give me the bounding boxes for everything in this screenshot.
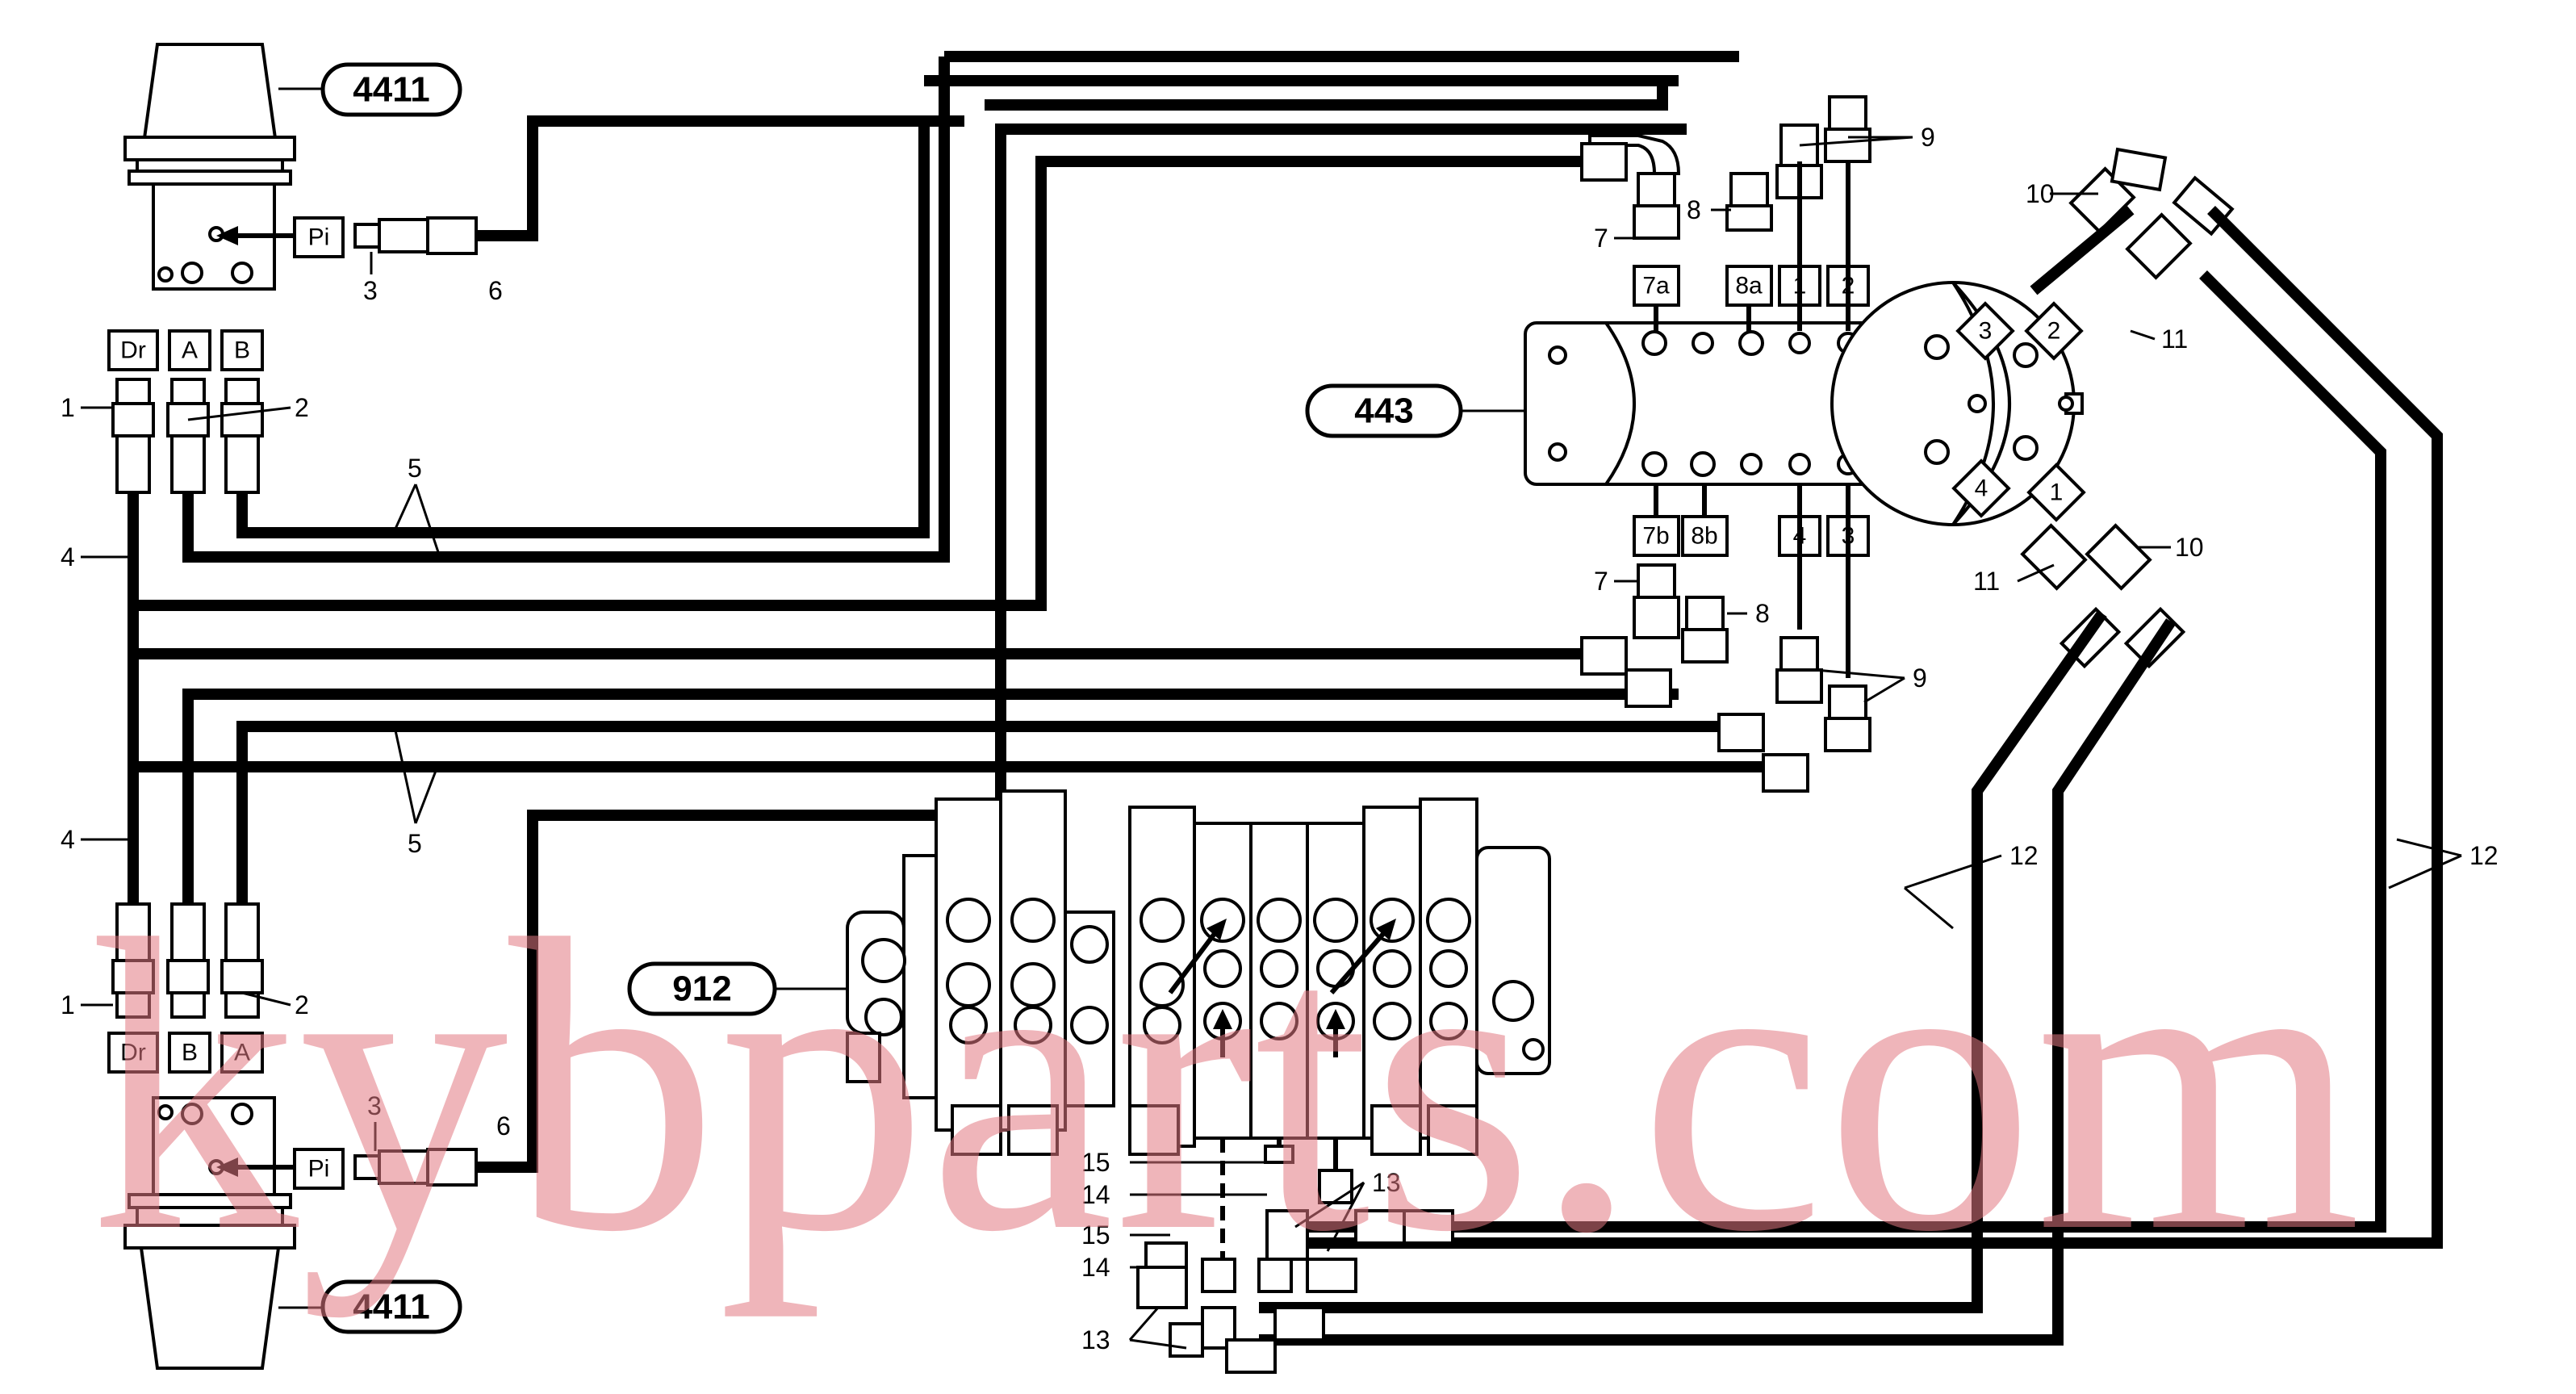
callout-1-top: 1 — [61, 393, 75, 422]
callout-2-top: 2 — [295, 393, 309, 422]
port-joint-8a-label: 8a — [1735, 273, 1763, 299]
callout-8-bottom: 8 — [1755, 599, 1770, 628]
hose-12-left — [1259, 609, 2107, 1313]
top-port-tags: Dr A B — [107, 329, 264, 371]
swivel-bottom — [123, 1096, 296, 1370]
callout-5-upper: 5 — [408, 454, 422, 483]
hose-callouts: 4 5 4 5 — [61, 454, 441, 858]
valve-endplate — [902, 854, 938, 1099]
callout-3-top: 3 — [363, 276, 378, 305]
callout-10-bottom: 10 — [2175, 533, 2204, 562]
ref-rotary-joint-text: 443 — [1354, 391, 1413, 431]
fitting-top-pilot-a — [353, 223, 381, 249]
callout-11-bottom: 11 — [1973, 567, 2000, 596]
port-top-pilot-label: Pi — [308, 224, 330, 251]
hose-5-b — [236, 121, 930, 538]
ref-swivel-bottom: 4411 — [278, 1279, 462, 1334]
callout-14-b: 14 — [1081, 1253, 1110, 1282]
callout-12-left: 12 — [2009, 841, 2039, 870]
callout-7-top: 7 — [1594, 224, 1608, 253]
port-bottom-b-label: B — [182, 1040, 198, 1066]
callout-9-bottom: 9 — [1913, 664, 1927, 693]
callout-6-top: 6 — [488, 276, 503, 305]
callout-11-top: 11 — [2161, 324, 2188, 354]
hose-5-a — [182, 57, 950, 563]
joint-bottom-fittings: 7 8 9 — [1580, 484, 1927, 793]
swivel-top-drain-port — [157, 266, 174, 283]
port-joint-8b-label: 8b — [1691, 523, 1717, 550]
rotary-joint — [1524, 281, 2084, 526]
fitting-top-pilot-c — [426, 216, 478, 255]
port-flange-1-label: 1 — [2050, 479, 2064, 506]
callout-2-bottom: 2 — [295, 990, 309, 1019]
swivel-top-b-port — [231, 262, 253, 284]
port-top-drain-label: Dr — [120, 337, 146, 364]
port-flange-3-label: 3 — [1979, 318, 1993, 345]
hose-5-c — [182, 689, 1679, 904]
ref-control-valve-text: 912 — [672, 969, 731, 1009]
bottom-fittings: 1 2 — [61, 902, 309, 1019]
fitting-top-pilot-b — [378, 218, 429, 253]
callout-3-bottom: 3 — [367, 1091, 382, 1120]
ref-rotary-joint: 443 — [1305, 383, 1525, 438]
swivel-bottom-cap — [139, 1246, 281, 1370]
callout-8-top: 8 — [1687, 195, 1701, 224]
hose-12-right — [1283, 206, 2443, 1249]
ref-control-valve: 912 — [627, 961, 847, 1016]
callout-9-top: 9 — [1921, 123, 1935, 152]
joint-top-fittings: 7 8 9 — [1580, 95, 1935, 331]
swivel-top-ring-b — [128, 170, 292, 186]
hose-4-upper — [133, 156, 1602, 611]
ref-swivel-top: 4411 — [278, 62, 462, 117]
ref-swivel-top-text: 4411 — [353, 70, 429, 110]
swivel-hoses — [128, 51, 1784, 1173]
hose-6-top — [476, 115, 964, 241]
joint-bottom-tags: 7b 8b 4 3 — [1633, 515, 1870, 557]
port-bottom-drain-label: Dr — [120, 1040, 146, 1066]
hose-5-d — [236, 721, 1759, 904]
swivel-top-a-port — [181, 262, 203, 284]
port-top-b-label: B — [234, 337, 250, 364]
port-joint-7a-label: 7a — [1642, 273, 1670, 299]
top-pilot: Pi 3 6 — [216, 216, 503, 305]
callout-1-bottom: 1 — [61, 990, 75, 1019]
valve-fittings: 15 14 15 14 13 13 — [1081, 1148, 1454, 1374]
swivel-top-flange — [123, 136, 296, 161]
callout-13-a: 13 — [1372, 1168, 1401, 1197]
port-bottom-pilot-label: Pi — [308, 1156, 330, 1183]
flange-tags: 3 2 4 1 — [1951, 301, 2086, 522]
swivel-top — [123, 43, 296, 291]
callout-4-lower: 4 — [61, 825, 75, 854]
hose-6-bottom — [476, 123, 1687, 1173]
callout-15-b: 15 — [1081, 1220, 1110, 1250]
port-bottom-a-label: A — [234, 1040, 250, 1066]
port-top-a-label: A — [182, 337, 198, 364]
port-flange-4-label: 4 — [1975, 475, 1988, 502]
callout-15-a: 15 — [1081, 1148, 1110, 1177]
callout-10-top: 10 — [2026, 179, 2055, 208]
callout-6-bottom: 6 — [496, 1111, 511, 1141]
callout-7-bottom: 7 — [1594, 567, 1608, 596]
hoses-12: 12 12 — [1259, 205, 2499, 1346]
callout-5-lower: 5 — [408, 829, 422, 858]
callout-13-b: 13 — [1081, 1325, 1110, 1354]
bottom-port-tags: Dr B A — [107, 1032, 264, 1074]
port-flange-2-label: 2 — [2047, 318, 2061, 345]
joint-top-tags: 7a 8a 1 2 — [1633, 265, 1870, 307]
swivel-bottom-body — [152, 1096, 276, 1196]
watermark-text: kybparts.com — [89, 854, 2361, 1319]
callout-12-right: 12 — [2469, 841, 2499, 870]
top-fittings: 1 2 — [61, 378, 309, 494]
bottom-pilot: Pi 3 6 — [216, 1091, 511, 1190]
hose-top-c — [985, 81, 1668, 111]
control-valve — [846, 789, 1551, 1259]
valve-outlet — [1475, 846, 1551, 1075]
port-joint-7b-label: 7b — [1642, 523, 1669, 550]
callout-4-upper: 4 — [61, 542, 75, 571]
ref-swivel-bottom-text: 4411 — [353, 1287, 429, 1327]
callout-14-a: 14 — [1081, 1180, 1110, 1209]
